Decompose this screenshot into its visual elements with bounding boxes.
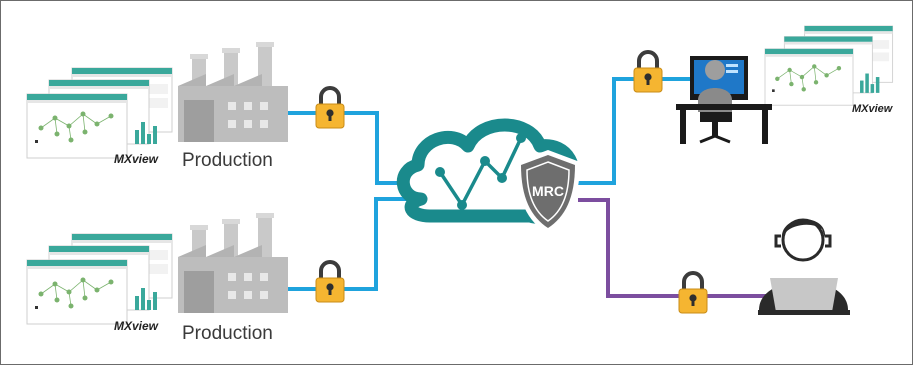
production-label-top: Production <box>182 150 273 171</box>
mxview-logo-right: MXview <box>852 103 894 115</box>
monitor-screenshot-icon-bottom-left <box>27 234 172 324</box>
monitor-screenshot-icon-right <box>765 26 893 105</box>
lock-icon-remote-user <box>677 271 709 315</box>
lock-icon-workstation <box>632 50 664 94</box>
mxview-logo-bottom-left: MXview <box>114 319 159 333</box>
factory-icon-top <box>178 42 288 142</box>
link-remote-user <box>578 198 775 298</box>
lock-icon-bottom-production <box>314 260 346 304</box>
remote-user-icon <box>758 218 850 315</box>
lock-icon-top-production <box>314 86 346 130</box>
shield-icon: MRC <box>516 150 580 234</box>
monitor-screenshot-icon-top-left <box>27 68 172 158</box>
cloud-badge-label: MRC <box>532 183 564 199</box>
mxview-logo-top-left: MXview <box>114 152 159 166</box>
link-workstation <box>575 77 692 185</box>
production-label-bottom: Production <box>182 323 273 344</box>
factory-icon-bottom <box>178 213 288 313</box>
workstation-icon <box>676 56 772 144</box>
link-bottom-production <box>288 197 420 291</box>
